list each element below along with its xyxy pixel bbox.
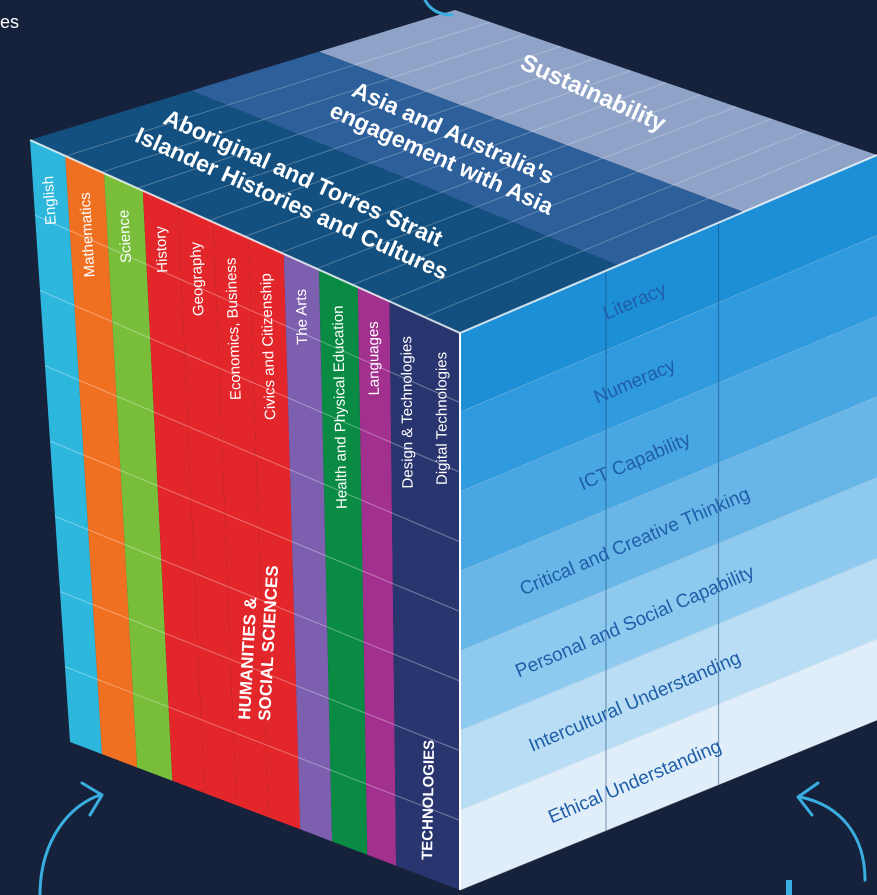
capability-band-1 bbox=[460, 235, 877, 493]
capability-band-6 bbox=[460, 639, 877, 890]
top-grid-line bbox=[173, 57, 596, 205]
arrow-head-bottom-left bbox=[80, 781, 104, 817]
top-grid-line bbox=[352, 118, 772, 286]
left-grid-line bbox=[64, 666, 461, 821]
subject-label-4: Geography bbox=[187, 241, 207, 316]
group-label-technologies: TECHNOLOGIES bbox=[419, 740, 438, 860]
cross-priority-band-1 bbox=[191, 51, 744, 266]
subject-strip-1 bbox=[65, 155, 138, 768]
subject-label-5: Economics, Business bbox=[223, 257, 245, 400]
arrow-head-bottom-right bbox=[796, 781, 820, 817]
subject-label-0: English bbox=[40, 175, 60, 225]
top-grid-line bbox=[208, 69, 632, 221]
capability-band-4 bbox=[460, 477, 877, 731]
subject-strip-5 bbox=[213, 222, 269, 818]
capability-divider bbox=[459, 477, 877, 652]
capability-band-2 bbox=[460, 316, 877, 572]
subject-label-7: The Arts bbox=[293, 289, 311, 345]
top-grid-line bbox=[137, 45, 561, 189]
subject-label-6: Civics and Citizenship bbox=[258, 273, 280, 420]
left-grid-line bbox=[44, 365, 461, 543]
top-grid-line bbox=[65, 21, 491, 157]
subject-label-10: Design & Technologies bbox=[398, 336, 416, 488]
cross-priority-band-2 bbox=[30, 90, 619, 333]
arrow-fragment-bottom bbox=[786, 880, 792, 895]
subject-strip-4 bbox=[178, 206, 237, 806]
subject-label-2: Science bbox=[115, 209, 135, 263]
arrow-bottom-left bbox=[38, 793, 102, 895]
subject-label-11: Digital Technologies bbox=[433, 352, 450, 485]
corner-text: es bbox=[0, 12, 20, 32]
subject-label-8: Health and Physical Education bbox=[330, 305, 351, 509]
top-grid-line bbox=[423, 142, 843, 318]
subject-strip-8 bbox=[319, 269, 368, 855]
subject-strip-10 bbox=[389, 301, 428, 878]
subject-strip-2 bbox=[104, 173, 173, 781]
top-grid-line bbox=[101, 33, 526, 173]
arrow-bottom-right bbox=[798, 795, 867, 882]
left-grid-line bbox=[49, 440, 461, 612]
top-grid-line bbox=[280, 94, 702, 254]
subject-strip-7 bbox=[283, 253, 333, 842]
capability-band-0 bbox=[460, 155, 877, 413]
left-grid-line bbox=[39, 290, 461, 473]
left-grid-line bbox=[34, 214, 461, 404]
capability-divider bbox=[459, 719, 877, 891]
subject-label-9: Languages bbox=[365, 321, 383, 395]
capability-band-5 bbox=[460, 558, 877, 811]
subject-strip-3 bbox=[142, 190, 205, 794]
subject-label-3: History bbox=[152, 225, 171, 273]
subject-strip-9 bbox=[357, 287, 397, 866]
subject-strip-6 bbox=[248, 238, 301, 830]
top-grid-line bbox=[244, 82, 667, 237]
capability-divider bbox=[459, 558, 877, 732]
subject-strip-11 bbox=[424, 317, 460, 890]
arrow-top bbox=[423, 0, 454, 17]
subject-label-1: Mathematics bbox=[77, 192, 99, 278]
top-grid-line bbox=[316, 106, 737, 270]
left-grid-line bbox=[59, 591, 461, 752]
subject-strip-0 bbox=[30, 140, 102, 755]
capability-band-3 bbox=[460, 397, 877, 652]
left-grid-line bbox=[54, 515, 461, 682]
top-grid-line bbox=[388, 130, 807, 302]
cross-priority-band-0 bbox=[319, 10, 877, 212]
